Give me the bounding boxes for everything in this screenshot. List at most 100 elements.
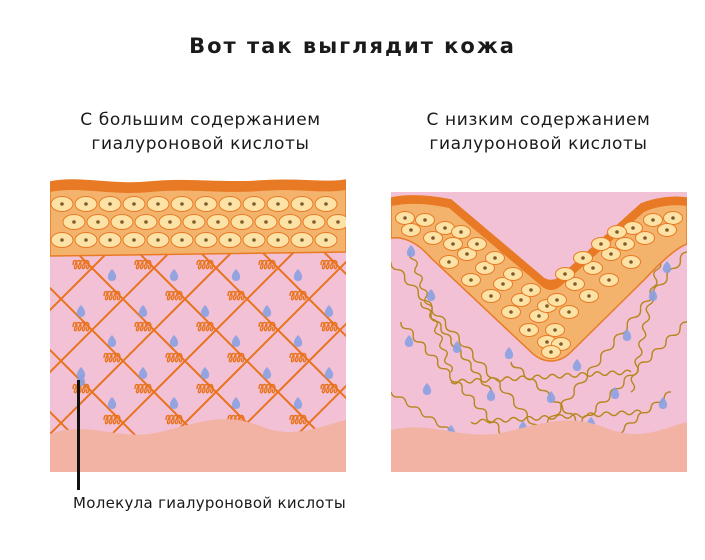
cell-nucleus <box>623 242 627 246</box>
cell-nucleus <box>559 342 563 346</box>
cell-nucleus <box>156 202 160 206</box>
page-title: Вот так выглядит кожа <box>189 34 516 58</box>
cell-nucleus <box>204 238 208 242</box>
water-drop-icon <box>658 397 668 409</box>
cell-nucleus <box>587 294 591 298</box>
cell-nucleus <box>537 314 541 318</box>
cell-nucleus <box>300 238 304 242</box>
cell-nucleus <box>60 202 64 206</box>
fiber-coil <box>103 290 121 301</box>
cell-nucleus <box>84 202 88 206</box>
water-drop-icon <box>169 335 179 347</box>
right-panel-caption: С низким содержанием гиалуроновой кислот… <box>386 108 691 156</box>
subcutaneous-layer <box>391 420 687 472</box>
cell-nucleus <box>336 220 340 224</box>
wavy-fiber <box>630 251 662 393</box>
cell-nucleus <box>567 310 571 314</box>
wavy-fiber <box>540 251 687 433</box>
fiber-coil <box>289 414 307 425</box>
fiber-coil <box>134 383 152 394</box>
water-drop-icon <box>622 329 632 341</box>
cell-nucleus <box>276 238 280 242</box>
water-drop-icon <box>486 389 496 401</box>
cell-nucleus <box>511 272 515 276</box>
water-drop-icon <box>169 269 179 281</box>
cell-nucleus <box>403 216 407 220</box>
cell-nucleus <box>545 340 549 344</box>
fiber-coil <box>134 321 152 332</box>
cell-nucleus <box>469 278 473 282</box>
fiber-coil <box>165 290 183 301</box>
cell-nucleus <box>108 202 112 206</box>
water-drop-icon <box>262 367 272 379</box>
right-caption-line-2: гиалуроновой кислоты <box>429 134 648 154</box>
water-drop-icon <box>293 269 303 281</box>
cell-nucleus <box>423 218 427 222</box>
cell-nucleus <box>529 288 533 292</box>
molecule-label: Молекула гиалуроновой кислоты <box>73 494 347 512</box>
cell-nucleus <box>84 238 88 242</box>
cell-nucleus <box>300 202 304 206</box>
fiber-line <box>50 235 187 374</box>
skin-illustration-low-hyaluronic <box>391 192 687 472</box>
cell-nucleus <box>609 252 613 256</box>
water-drop-icon <box>231 269 241 281</box>
cell-nucleus <box>581 256 585 260</box>
cell-nucleus <box>228 202 232 206</box>
cell-nucleus <box>615 230 619 234</box>
water-drop-icon <box>76 305 86 317</box>
cell-nucleus <box>192 220 196 224</box>
epidermis-surface <box>391 195 687 290</box>
water-drop-icon <box>200 367 210 379</box>
left-panel-caption: С большим содержанием гиалуроновой кисло… <box>48 108 353 156</box>
cell-nucleus <box>509 310 513 314</box>
water-drop-icon <box>422 383 432 395</box>
water-drop-icon <box>426 289 436 301</box>
cell-nucleus <box>629 260 633 264</box>
cell-nucleus <box>519 298 523 302</box>
hyaluronic-molecules <box>76 269 334 409</box>
water-drop-icon <box>76 367 86 379</box>
fiber-coil <box>320 259 338 270</box>
water-drop-icon <box>648 289 658 301</box>
subcutaneous-layer <box>50 419 346 472</box>
cell-nucleus <box>168 220 172 224</box>
cell-nucleus <box>264 220 268 224</box>
water-drop-icon <box>404 335 414 347</box>
fiber-coil <box>258 321 276 332</box>
water-drop-icon <box>546 391 556 403</box>
water-drop-icon <box>610 387 620 399</box>
water-drop-icon <box>662 261 672 273</box>
fiber-line <box>245 235 346 338</box>
left-caption-line-1: С большим содержанием <box>80 110 321 130</box>
right-caption-line-1: С низким содержанием <box>426 110 651 130</box>
cell-nucleus <box>132 238 136 242</box>
cell-nucleus <box>156 238 160 242</box>
cell-nucleus <box>527 328 531 332</box>
wavy-fiber <box>391 262 542 433</box>
cell-nucleus <box>643 236 647 240</box>
water-drop-icon <box>572 359 582 371</box>
fiber-coil <box>320 383 338 394</box>
fiber-coil <box>72 321 90 332</box>
molecule-pointer-line <box>77 380 80 490</box>
cell-nucleus <box>563 272 567 276</box>
epidermal-cells <box>50 196 346 248</box>
cell-nucleus <box>459 230 463 234</box>
fiber-coil <box>196 321 214 332</box>
fiber-coil <box>103 414 121 425</box>
cell-nucleus <box>465 252 469 256</box>
cell-nucleus <box>108 238 112 242</box>
epidermis-surface <box>50 180 346 193</box>
water-drop-icon <box>138 305 148 317</box>
fiber-coil <box>72 259 90 270</box>
fiber-coil <box>289 352 307 363</box>
cell-nucleus <box>180 238 184 242</box>
cell-nucleus <box>553 328 557 332</box>
skin-illustration-high-hyaluronic <box>50 179 346 472</box>
cell-nucleus <box>144 220 148 224</box>
epidermal-cells <box>395 211 683 359</box>
fiber-coil <box>320 321 338 332</box>
cell-nucleus <box>252 238 256 242</box>
cell-nucleus <box>288 220 292 224</box>
